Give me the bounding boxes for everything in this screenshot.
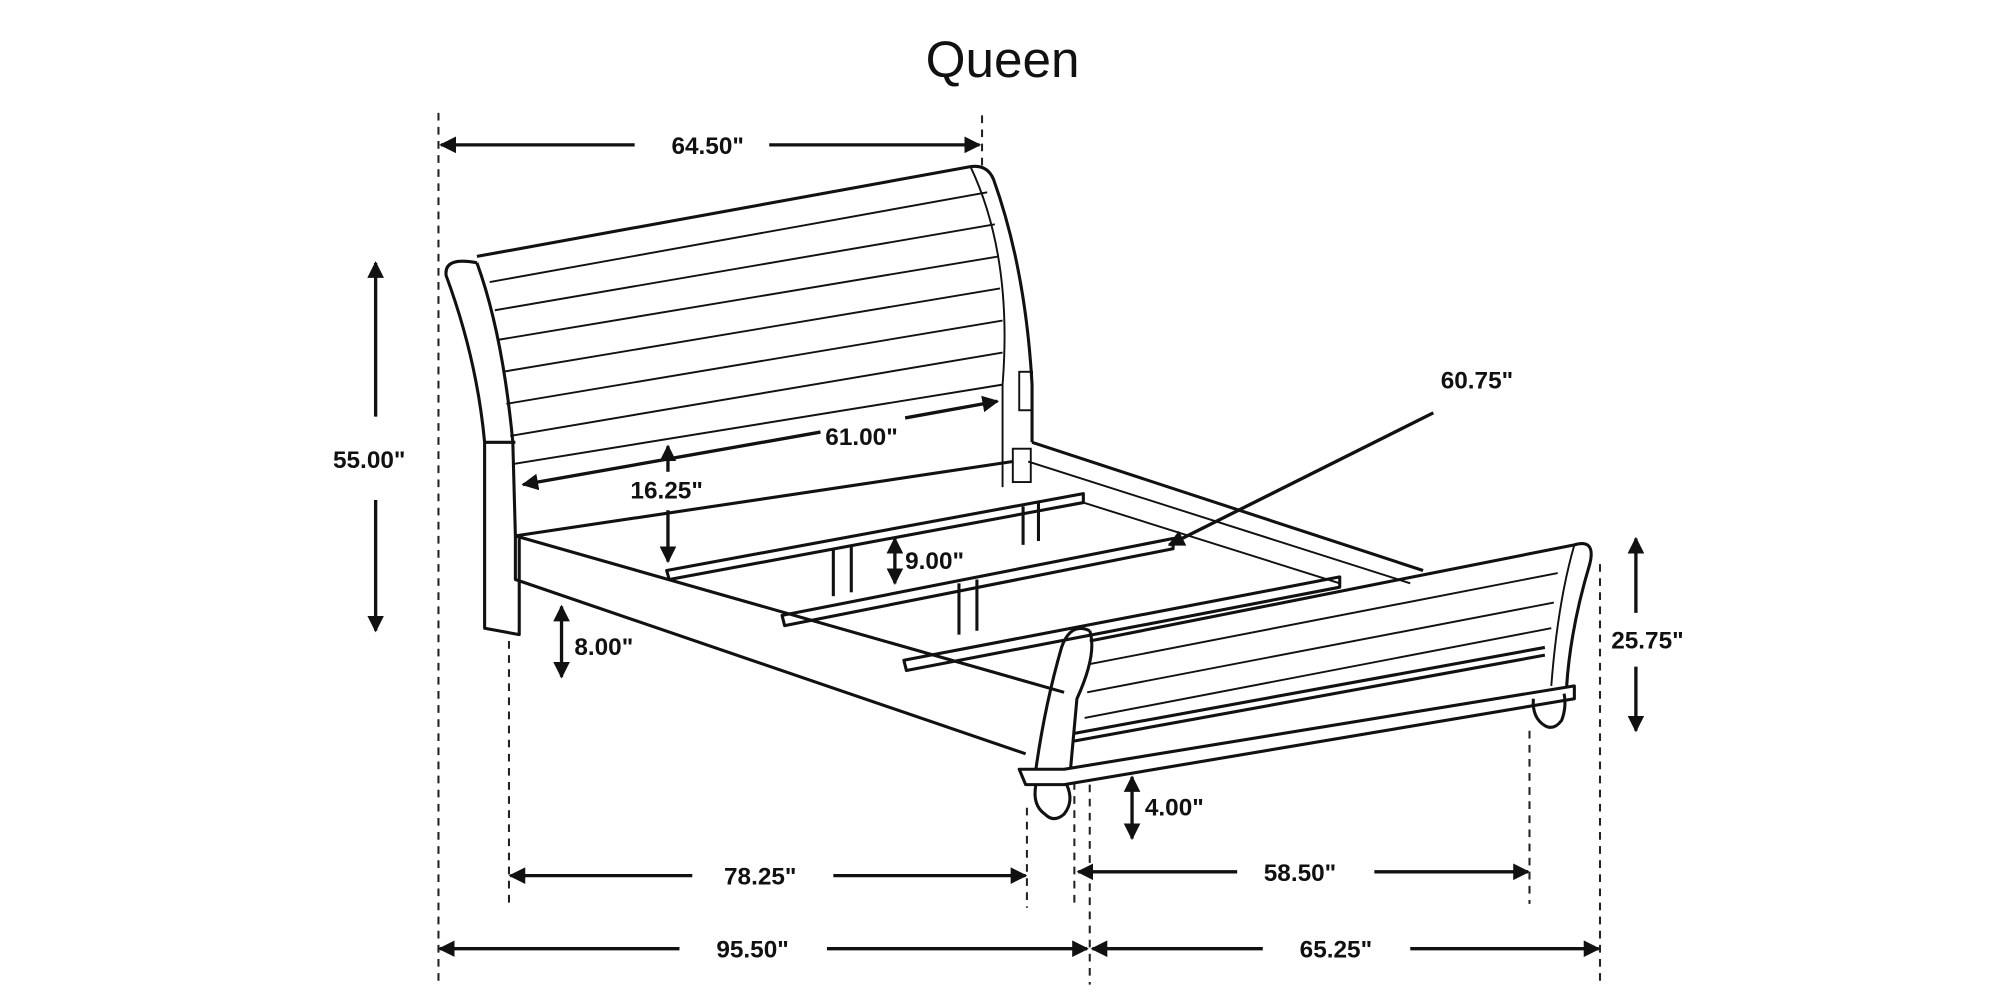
dim-overall-length: 95.50" <box>716 937 788 964</box>
dim-slat-height: 9.00" <box>905 548 964 575</box>
dim-inner-width: 61.00" <box>825 424 897 451</box>
dim-headboard-width: 64.50" <box>671 133 743 160</box>
dim-inner-length: 78.25" <box>724 864 796 891</box>
extension-lines <box>437 112 1602 985</box>
dim-rail-height-headboard: 16.25" <box>630 478 702 505</box>
dim-overall-width: 65.25" <box>1300 937 1372 964</box>
dim-rail-clearance: 8.00" <box>574 634 633 661</box>
dim-footboard-inner-width: 58.50" <box>1264 860 1336 887</box>
bed-drawing <box>444 164 1593 821</box>
dim-headboard-height: 55.00" <box>333 447 405 474</box>
dim-slat-length: 60.75" <box>1441 367 1513 394</box>
diagram-title: Queen <box>926 31 1080 88</box>
dimension-arrows <box>367 136 1645 958</box>
dim-footboard-clearance: 4.00" <box>1145 794 1204 821</box>
dim-footboard-height: 25.75" <box>1611 628 1683 655</box>
